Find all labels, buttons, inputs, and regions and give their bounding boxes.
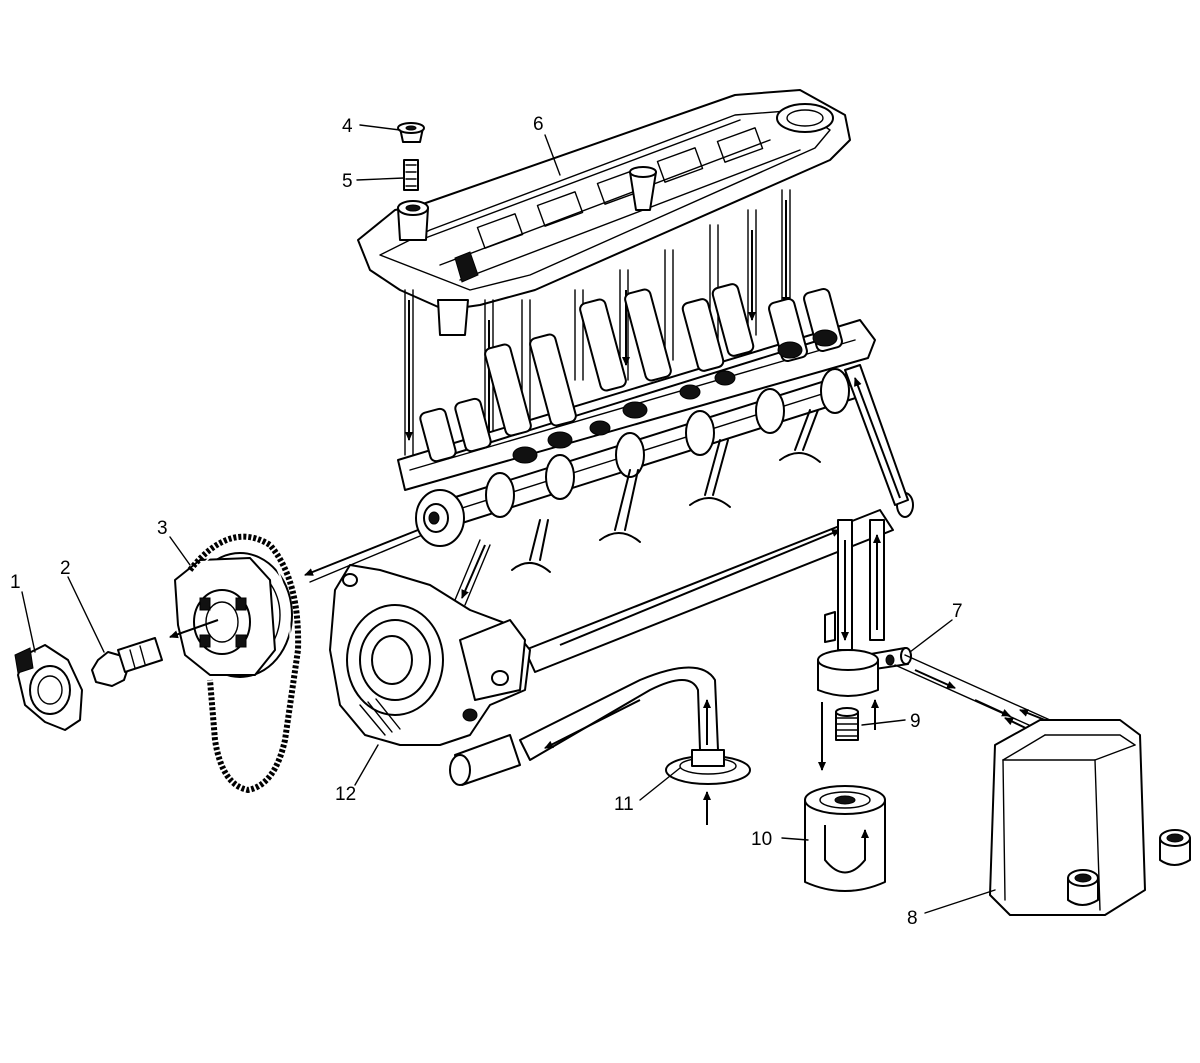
oil-pump: [329, 564, 531, 746]
sprocket-bolt: [91, 637, 163, 687]
cam-to-sprocket-arrow: [304, 529, 419, 576]
callout-6: 6: [533, 114, 544, 135]
oil-screen: [403, 159, 419, 191]
oil-manifold-plate: [357, 89, 851, 336]
oil-cooler: [989, 719, 1191, 916]
timing-chain: [187, 533, 302, 794]
cam-sprocket: [169, 552, 293, 678]
callout-2: 2: [60, 558, 71, 579]
timing-cover-plate: [14, 644, 83, 731]
callout-10: 10: [751, 829, 772, 850]
oil-plug: [397, 122, 425, 143]
lifter-gallery: [397, 283, 876, 491]
callout-12: 12: [335, 784, 356, 805]
callout-8: 8: [907, 908, 918, 929]
filter-passages: [837, 364, 909, 651]
callout-5: 5: [342, 171, 353, 192]
filter-fitting: [818, 699, 879, 771]
callout-11: 11: [614, 794, 634, 815]
oil-pickup-tube: [519, 666, 751, 825]
callout-4: 4: [342, 116, 353, 137]
valve-forks: [511, 409, 821, 573]
pickup-inlet-pipe: [449, 734, 521, 786]
callout-7: 7: [952, 601, 963, 622]
main-gallery: [454, 509, 894, 673]
leader-lines: [21, 124, 996, 914]
callout-1: 1: [10, 572, 21, 593]
callout-3: 3: [157, 518, 168, 539]
filter-adapter: [817, 611, 879, 697]
callout-labels: 1 2 3 4 5 6 7 8 9 10 11 12: [10, 114, 963, 929]
oil-filter: [804, 785, 886, 892]
callout-9: 9: [910, 711, 921, 732]
